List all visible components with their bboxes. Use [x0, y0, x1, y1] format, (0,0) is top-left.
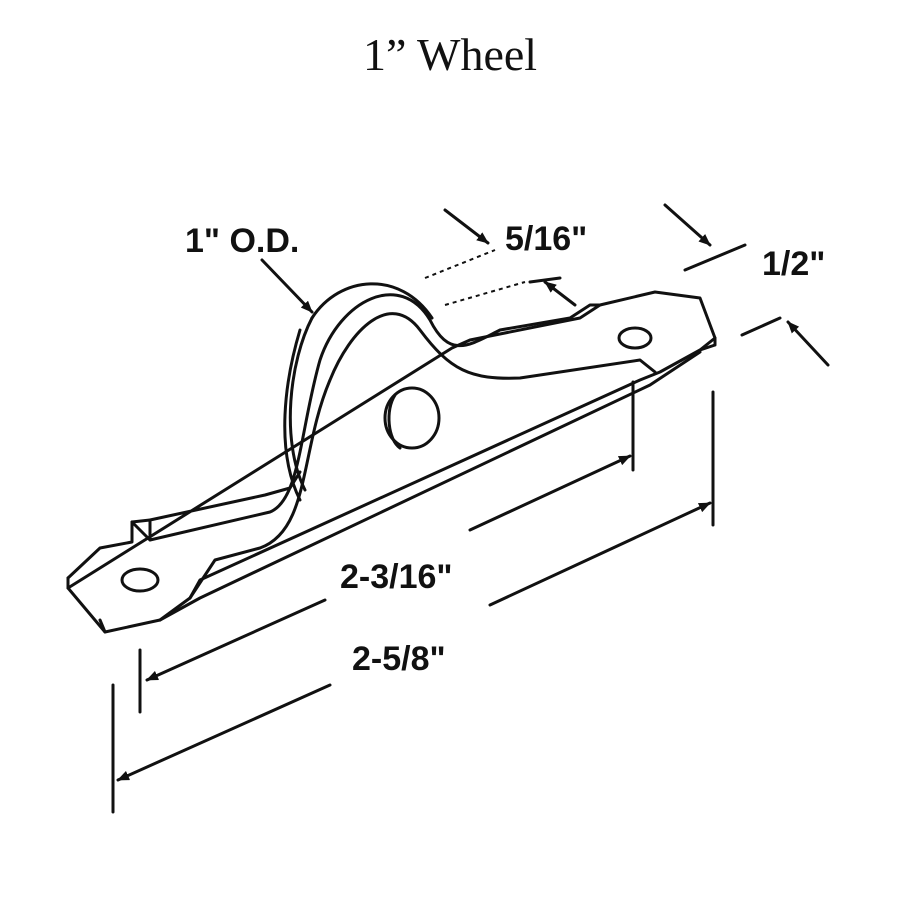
- overall-length-label: 2-5/8": [352, 640, 446, 678]
- bracket-wall: [130, 293, 657, 600]
- bracket-width-label: 1/2": [762, 245, 825, 283]
- outer-diameter-label: 1" O.D.: [185, 222, 299, 260]
- diagram-title: 1” Wheel: [362, 29, 538, 80]
- hole-spacing-label: 2-3/16": [340, 558, 453, 596]
- wheel-width-label: 5/16": [505, 220, 587, 258]
- wheel: [283, 282, 434, 502]
- dimension-lines: [111, 203, 830, 814]
- axle: [383, 386, 441, 450]
- base-plate: [66, 290, 717, 634]
